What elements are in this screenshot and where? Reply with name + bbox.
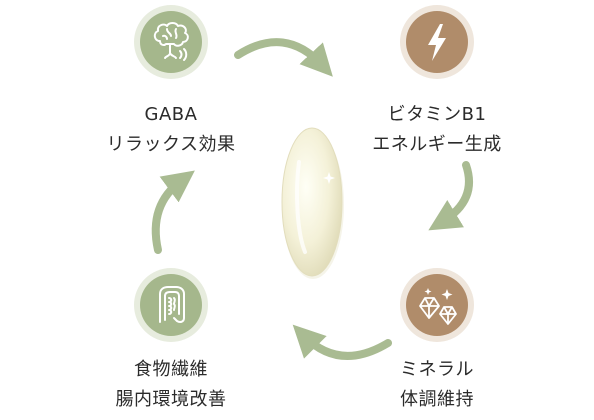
arrow-b1-to-mineral (428, 161, 473, 231)
mineral-title: ミネラル (400, 359, 474, 380)
dietary-fiber-badge (140, 274, 202, 336)
mineral-badge (406, 274, 468, 336)
dietary-fiber-subtitle: 腸内環境改善 (115, 389, 227, 410)
capsule-icon (281, 127, 344, 279)
arrow-mineral-to-fiber (292, 324, 392, 360)
vitamin-b1-subtitle: エネルギー生成 (372, 134, 502, 155)
vitamin-b1-title: ビタミンB1 (387, 104, 487, 125)
arrow-gaba-to-b1 (234, 38, 333, 77)
gaba-badge (140, 11, 202, 73)
gaba-subtitle: リラックス効果 (106, 134, 236, 155)
dietary-fiber-label: 食物繊維 腸内環境改善 (71, 355, 271, 415)
vitamin-b1-badge (406, 11, 468, 73)
dietary-fiber-title: 食物繊維 (134, 359, 208, 380)
arrow-fiber-to-gaba (151, 170, 195, 254)
vitamin-b1-node (400, 5, 474, 79)
vitamin-b1-label: ビタミンB1 エネルギー生成 (337, 100, 537, 160)
gaba-node (134, 5, 208, 79)
gaba-title: GABA (144, 104, 198, 125)
crystal-icon (419, 288, 457, 325)
gaba-label: GABA リラックス効果 (71, 100, 271, 160)
mineral-subtitle: 体調維持 (400, 389, 474, 410)
lightning-icon (428, 24, 446, 61)
brain-icon (153, 22, 189, 61)
intestine-icon (159, 286, 185, 323)
mineral-node (400, 268, 474, 342)
mineral-label: ミネラル 体調維持 (337, 355, 537, 415)
dietary-fiber-node (134, 268, 208, 342)
